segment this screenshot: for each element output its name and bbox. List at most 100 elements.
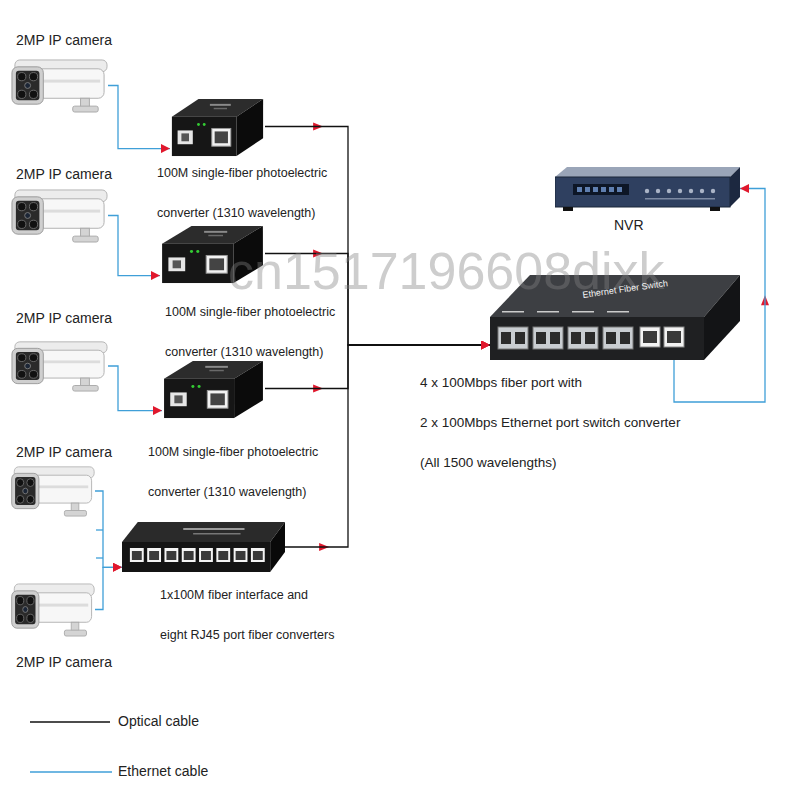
drawing-part <box>178 130 193 144</box>
drawing-part <box>18 203 26 211</box>
drawing-part <box>64 511 86 517</box>
drawing-part <box>17 614 24 622</box>
drawing-part <box>502 311 524 313</box>
drawing-part <box>515 332 525 344</box>
device-caption: 100M single-fiber photoelectric <box>165 305 335 320</box>
drawing-part <box>95 86 765 610</box>
drawing-part <box>198 385 201 388</box>
drawing-part <box>585 332 595 344</box>
device-caption: 2MP IP camera <box>16 32 112 49</box>
ethernet-cable <box>108 216 160 276</box>
device-caption: 4 x 100Mbps fiber port with <box>420 375 582 391</box>
drawing-part <box>711 189 715 193</box>
drawing-part <box>216 548 230 562</box>
drawing-part <box>210 104 231 106</box>
drawing-part <box>162 244 233 283</box>
drawing-part <box>39 485 88 488</box>
ethernet-cable <box>95 491 122 567</box>
drawing-part <box>251 548 265 562</box>
camera-illustration <box>10 582 95 637</box>
drawing-part <box>601 187 606 192</box>
drawing-part <box>168 257 185 271</box>
drawing-part <box>209 370 223 371</box>
camera-illustration <box>10 188 108 243</box>
converter-illustration <box>162 357 265 420</box>
drawing-part <box>181 133 189 141</box>
drawing-part <box>18 354 26 362</box>
drawing-part <box>193 533 240 535</box>
drawing-part <box>568 327 598 349</box>
drawing-part <box>184 551 194 560</box>
drawing-part <box>29 73 37 81</box>
drawing-part <box>190 250 193 253</box>
drawing-part <box>215 131 228 143</box>
legend-line-sample <box>28 719 112 725</box>
drawing-part <box>270 522 285 572</box>
ethernet-cable <box>95 567 122 609</box>
drawing-part <box>29 354 37 362</box>
drawing-part <box>236 551 246 560</box>
drawing-part <box>27 597 34 605</box>
ethernet-cable <box>108 86 170 149</box>
drawing-part <box>573 184 629 195</box>
drawing-part <box>536 332 546 344</box>
ip-camera: 2MP IP camera <box>10 58 108 113</box>
drawing-part <box>64 630 86 636</box>
drawing-part <box>182 548 196 562</box>
drawing-part <box>533 327 563 349</box>
drawing-part <box>17 479 24 487</box>
drawing-part <box>555 167 740 177</box>
drawing-part <box>183 528 244 530</box>
drawing-part <box>577 187 582 192</box>
drawing-part <box>555 177 730 207</box>
drawing-part <box>617 187 622 192</box>
converter-illustration <box>170 95 265 158</box>
drawing-part <box>606 332 616 344</box>
drawing-part <box>640 327 660 347</box>
drawing-part <box>73 236 98 242</box>
drawing-part <box>43 360 100 363</box>
device-caption: 2MP IP camera <box>16 444 112 461</box>
drawing-part <box>166 551 176 560</box>
drawing-part <box>25 213 31 219</box>
drawing-part <box>17 597 24 605</box>
drawing-part <box>16 71 40 100</box>
drawing-part <box>191 385 194 388</box>
drawing-part <box>609 187 614 192</box>
drawing-part <box>210 393 224 405</box>
drawing-part <box>207 390 228 408</box>
drawing-part <box>201 551 211 560</box>
ip-camera: 2MP IP camera <box>10 188 108 243</box>
drawing-part <box>234 361 263 418</box>
device-caption: eight RJ45 port fiber converters <box>160 628 334 643</box>
drawing-part <box>563 207 573 211</box>
media-converter: 100M single-fiber photoelectricconverter… <box>170 95 265 158</box>
switch-illustration <box>122 518 285 576</box>
drawing-part <box>572 311 594 313</box>
legend-line-sample <box>28 769 114 775</box>
drawing-part <box>571 332 581 344</box>
drawing-part <box>15 595 35 624</box>
drawing-part <box>678 189 682 193</box>
drawing-part <box>205 366 228 368</box>
drawing-part <box>643 331 657 343</box>
device-caption: 100M single-fiber photoelectric <box>148 445 318 460</box>
drawing-part <box>689 189 693 193</box>
device-caption: converter (1310 wavelength) <box>148 485 306 500</box>
drawing-part <box>667 189 671 193</box>
device-caption: converter (1310 wavelength) <box>157 206 315 221</box>
ip-camera: 2MP IP camera <box>10 582 95 637</box>
drawing-part <box>208 235 223 236</box>
drawing-part <box>172 117 237 156</box>
drawing-part <box>43 210 100 213</box>
drawing-part <box>645 189 649 193</box>
drawing-part <box>206 255 227 273</box>
device-caption: (All 1500 wavelengths) <box>420 455 557 471</box>
drawing-part <box>17 495 24 503</box>
nvr-illustration <box>555 165 740 212</box>
drawing-part <box>73 386 98 392</box>
drawing-part <box>164 379 234 418</box>
drawing-part <box>203 123 206 126</box>
